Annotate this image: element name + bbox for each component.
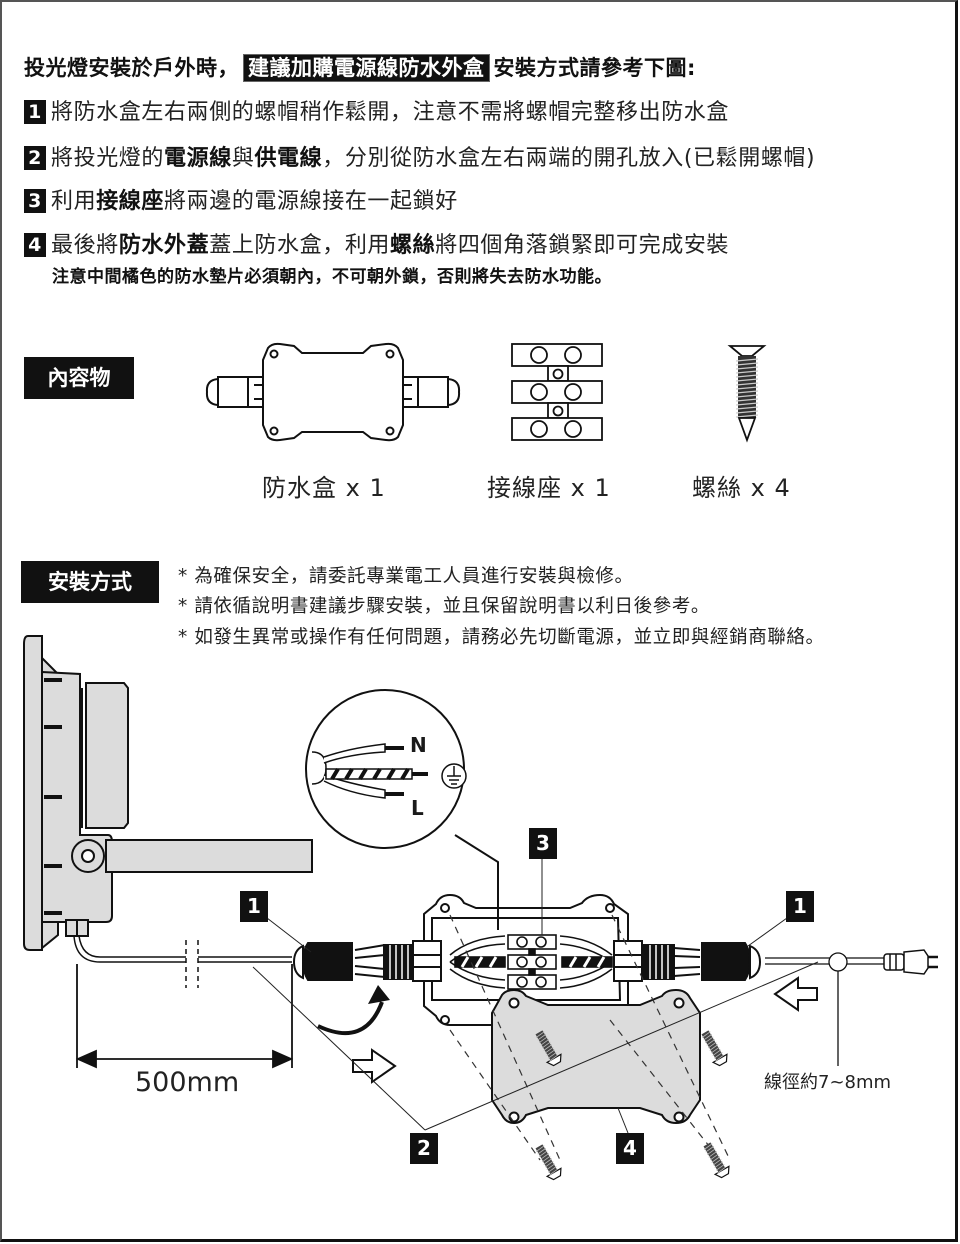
screw-thread [735, 410, 759, 414]
headline: 投光燈安裝於戶外時，建議加購電源線防水外盒安裝方式請參考下圖: [24, 52, 696, 82]
item-name: 接線座 [487, 474, 562, 502]
screw-thread [735, 358, 759, 362]
step-text: 與 [231, 146, 255, 171]
safety-note: * 請依循說明書建議步驟安裝，並且保留說明書以利日後參考。 [178, 596, 711, 617]
screw-icon [727, 345, 767, 443]
terminal-block-icon [511, 343, 603, 441]
screw-thread [735, 374, 759, 378]
screw-icon [701, 1030, 728, 1067]
installation-tag: 安裝方式 [21, 561, 159, 603]
left-cable-gland [292, 942, 413, 981]
item-name: 螺絲 [692, 474, 742, 502]
supply-cable [765, 952, 885, 1066]
wire-detail-callout [305, 689, 467, 849]
dimension-line [75, 964, 294, 1069]
callout-step-4: 4 [616, 1133, 644, 1164]
screw-icon [703, 1142, 730, 1179]
screw-thread [735, 378, 759, 382]
step-number-badge: 3 [24, 189, 46, 213]
screw-thread [735, 394, 759, 398]
screw-thread [735, 366, 759, 370]
plug-icon [883, 949, 938, 975]
step-keyword: 供電線 [254, 146, 323, 171]
step-keyword: 接線座 [96, 189, 165, 214]
safety-note: * 如發生異常或操作有任何問題，請務必先切斷電源，並立即與經銷商聯絡。 [178, 627, 825, 648]
cable-length-label: 500mm [135, 1067, 240, 1098]
wire-label-neutral: N [410, 733, 427, 757]
safety-note: * 為確保安全，請委託專業電工人員進行安裝與檢修。 [178, 566, 634, 587]
item-label-waterproof-box: 防水盒 x 1 [262, 468, 386, 503]
step-keyword: 防水外蓋 [118, 233, 210, 258]
headline-highlight: 建議加購電源線防水外盒 [243, 54, 490, 82]
screw-thread [735, 402, 759, 406]
right-arrow-icon [352, 1048, 397, 1084]
floodlight-icon [23, 635, 313, 951]
item-label-terminal-block: 接線座 x 1 [487, 468, 611, 503]
step-text: 將四個角落鎖緊即可完成安裝 [435, 233, 730, 258]
callout-step-1-right: 1 [786, 891, 814, 922]
inner-wires [449, 935, 613, 989]
step-number-badge: 1 [24, 100, 46, 124]
callout-step-2: 2 [410, 1133, 438, 1164]
step-text: 將投光燈的 [51, 146, 165, 171]
step-text: 將防水盒左右兩側的螺帽稍作鬆開，注意不需將螺帽完整移出防水盒 [51, 100, 730, 125]
step-text: 最後將 [51, 233, 119, 258]
screw-thread [735, 390, 759, 394]
screw-thread [735, 398, 759, 402]
screw-thread [735, 406, 759, 410]
screw-thread [735, 386, 759, 390]
item-qty: x 1 [345, 474, 386, 502]
item-name: 防水盒 [262, 474, 337, 502]
screw-thread [735, 362, 759, 366]
callout-step-1-left: 1 [240, 891, 268, 922]
warning-note: 注意中間橘色的防水墊片必須朝內，不可朝外鎖，否則將失去防水功能。 [52, 267, 612, 287]
left-arrow-icon [773, 976, 818, 1012]
ground-icon [441, 763, 467, 789]
step-number-badge: 2 [24, 146, 46, 170]
waterproof-box-icon [205, 342, 461, 442]
screw-thread [735, 414, 759, 418]
junction-box [412, 893, 643, 1026]
diagram-screws [535, 1030, 730, 1181]
contents-tag: 內容物 [24, 357, 134, 399]
wire-label-live: L [411, 796, 424, 820]
step-number-badge: 4 [24, 233, 46, 257]
step-keyword: 電源線 [164, 146, 232, 171]
headline-prefix: 投光燈安裝於戶外時， [24, 56, 239, 80]
screw-icon [535, 1030, 562, 1067]
screw-thread [735, 382, 759, 386]
step-keyword: 螺絲 [390, 233, 436, 258]
lamp-cable [73, 935, 292, 988]
leader-lines [252, 834, 819, 1134]
right-cable-gland [643, 942, 762, 981]
screw-thread [735, 370, 759, 374]
item-qty: x 4 [750, 474, 791, 502]
curved-arrow-icon [317, 985, 390, 1036]
screw-icon [535, 1144, 562, 1181]
headline-suffix: 安裝方式請參考下圖: [493, 56, 696, 80]
item-qty: x 1 [570, 474, 611, 502]
step-text: 將兩邊的電源線接在一起鎖好 [164, 189, 458, 214]
terminal-block-installed [507, 934, 557, 990]
wire-diameter-label: 線徑約7~8mm [764, 1072, 892, 1093]
step-text: 蓋上防水盒，利用 [209, 233, 391, 258]
item-label-screw: 螺絲 x 4 [692, 468, 791, 503]
step-text: ，分別從防水盒左右兩端的開孔放入(已鬆開螺帽) [322, 146, 816, 171]
step-text: 利用 [51, 189, 97, 214]
callout-step-3: 3 [529, 828, 557, 859]
